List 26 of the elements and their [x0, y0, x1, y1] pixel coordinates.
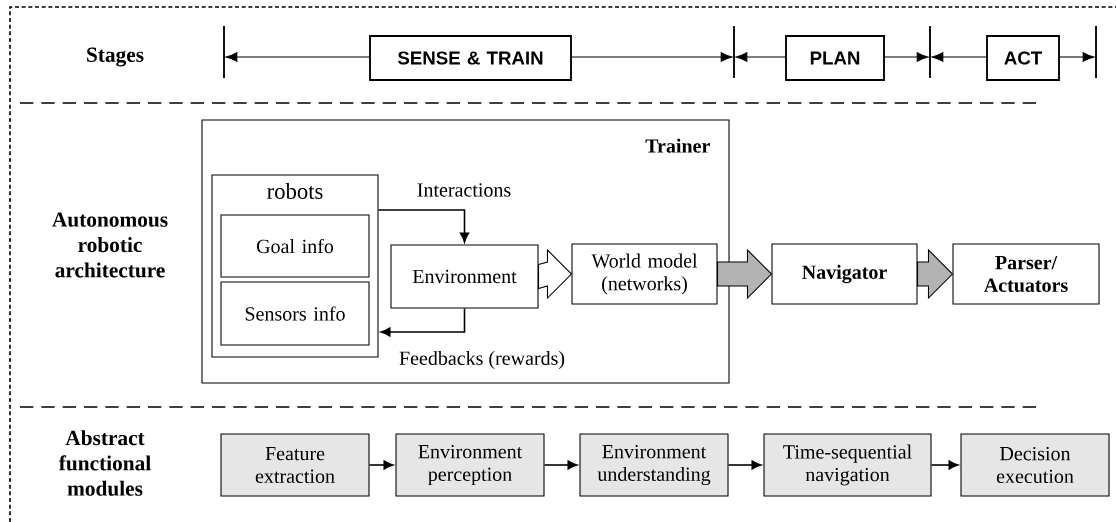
module-box: Decision execution — [960, 433, 1110, 497]
arrow — [727, 460, 762, 470]
process-box: Environment — [390, 244, 539, 309]
block-arrow — [538, 248, 573, 300]
module-box: Feature extraction — [220, 433, 370, 497]
row-label: Stages — [87, 47, 144, 67]
process-box: Parser/ Actuators — [952, 243, 1100, 305]
arrow — [380, 307, 466, 337]
arrow — [543, 460, 578, 470]
arrow — [368, 460, 394, 470]
stage-box: PLAN — [785, 35, 885, 81]
arrow — [377, 209, 470, 243]
arrow — [930, 460, 959, 470]
stage-box: SENSE & TRAIN — [369, 35, 572, 81]
module-box: Time-sequential navigation — [763, 433, 932, 497]
module-box: Environment perception — [395, 433, 545, 497]
row-label: Autonomous robotic architecture — [52, 212, 168, 278]
block-arrow — [717, 248, 773, 300]
process-box: Navigator — [771, 243, 918, 305]
block-arrow — [917, 248, 954, 300]
info-box: Sensors info — [220, 281, 370, 346]
stage-box: ACT — [986, 35, 1060, 81]
process-box: World model (networks) — [571, 243, 718, 305]
module-box: Environment understanding — [579, 433, 729, 497]
info-box: Goal info — [220, 214, 370, 278]
row-label: Abstract functional modules — [58, 430, 151, 496]
